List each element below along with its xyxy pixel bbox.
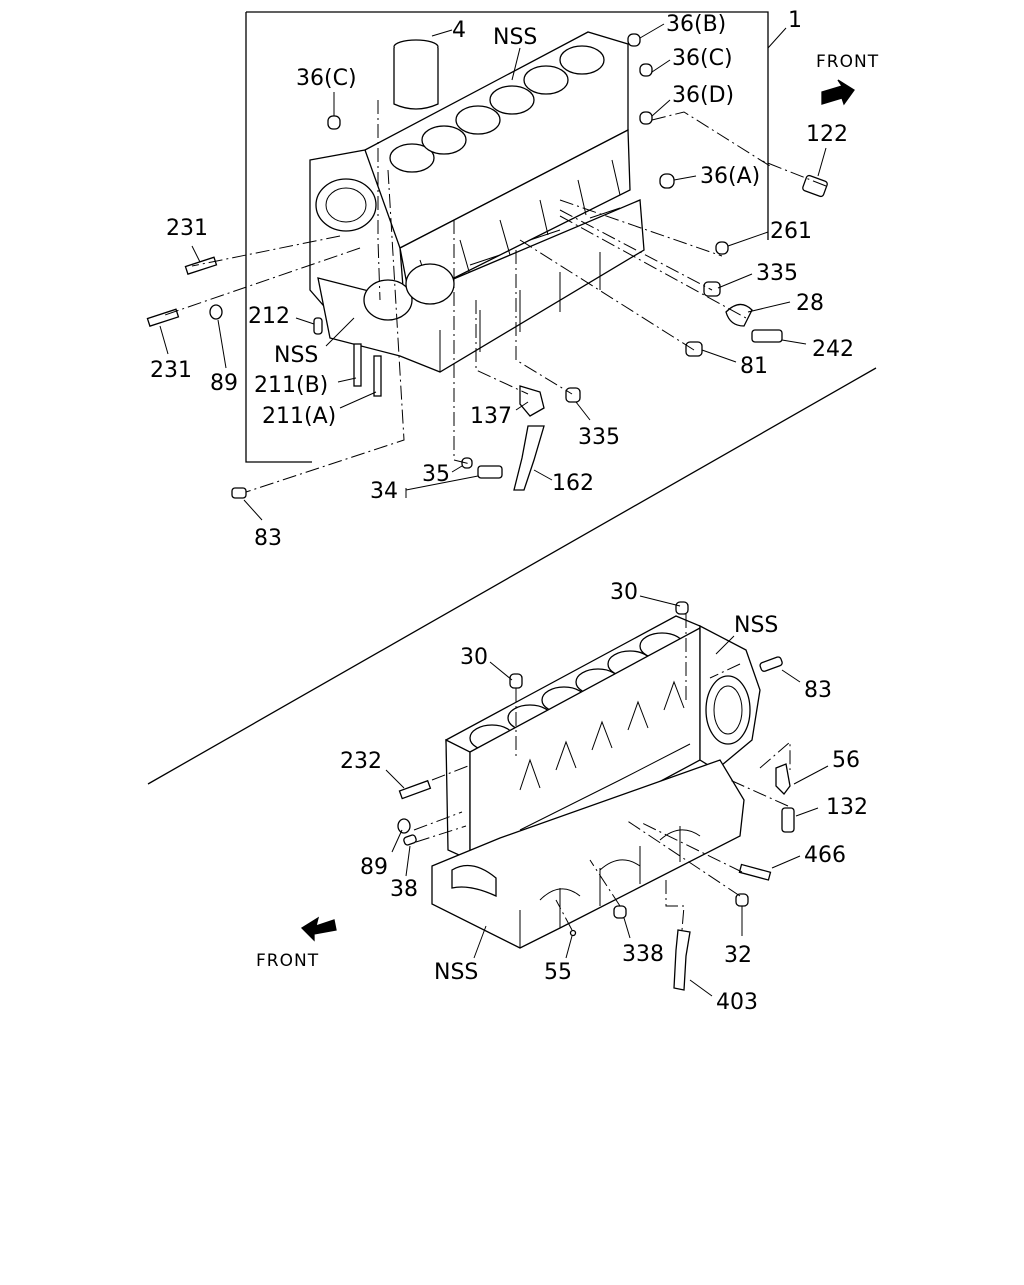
label-403: 403 <box>716 990 758 1015</box>
label-211a: 211(A) <box>262 404 336 429</box>
bolt-81 <box>685 341 703 357</box>
label-nss-top: NSS <box>493 25 537 50</box>
label-89-lower: 89 <box>360 855 388 880</box>
plug-30-top <box>675 601 689 615</box>
plug-36c-left <box>327 115 341 130</box>
label-36a: 36(A) <box>700 164 760 189</box>
label-36c-left: 36(C) <box>296 66 357 91</box>
label-32: 32 <box>724 943 752 968</box>
label-242: 242 <box>812 337 854 362</box>
label-55: 55 <box>544 960 572 985</box>
label-36d: 36(D) <box>672 83 734 108</box>
label-81: 81 <box>740 354 768 379</box>
cylinder-block-upper <box>309 31 645 373</box>
plug-261 <box>715 241 729 255</box>
pipe-162 <box>513 425 545 491</box>
label-122: 122 <box>806 122 848 147</box>
front-arrow-lower: FRONT <box>256 916 337 971</box>
lower-assembly: FRONT 30 NSS 30 83 232 56 132 89 38 466 … <box>256 580 868 1015</box>
label-36c-right: 36(C) <box>672 46 733 71</box>
pin-83-lower <box>759 656 783 672</box>
plug-32 <box>735 893 749 907</box>
fitting-137 <box>519 385 545 417</box>
bolt-335-lower <box>565 387 581 403</box>
upper-assembly: FRONT 1 4 NSS 36(B) 36(C) 36(D) 36(C) 36… <box>146 8 879 551</box>
plug-338 <box>613 905 627 919</box>
label-83-upper: 83 <box>254 526 282 551</box>
plug-34 <box>477 465 503 479</box>
section-divider <box>147 367 877 785</box>
label-137: 137 <box>470 404 512 429</box>
bolt-132 <box>781 807 795 833</box>
pin-212 <box>313 317 323 335</box>
oil-jet-403 <box>673 929 691 991</box>
plug-36d <box>639 111 653 125</box>
label-30-left: 30 <box>460 645 488 670</box>
label-212: 212 <box>248 304 290 329</box>
upper-labels: 1 4 NSS 36(B) 36(C) 36(D) 36(C) 36(A) 12… <box>150 8 854 551</box>
label-30-top: 30 <box>610 580 638 605</box>
label-231-lower: 231 <box>150 358 192 383</box>
label-nss-right: NSS <box>734 613 778 638</box>
front-label-upper: FRONT <box>816 52 879 72</box>
label-nss-left: NSS <box>274 343 318 368</box>
label-83-lower: 83 <box>804 678 832 703</box>
plug-30-left <box>509 673 523 689</box>
upper-leaders <box>159 23 827 521</box>
bolt-242 <box>751 329 783 343</box>
label-36b: 36(B) <box>666 12 726 37</box>
lower-leaders <box>385 595 829 997</box>
label-28: 28 <box>796 291 824 316</box>
bracket-56 <box>775 763 791 795</box>
label-466: 466 <box>804 843 846 868</box>
bolt-211b <box>353 343 362 387</box>
stud-232 <box>398 779 432 800</box>
plug-89 <box>209 304 223 320</box>
label-211b: 211(B) <box>254 373 328 398</box>
stud-231-upper <box>184 256 218 275</box>
cylinder-block-lower <box>431 615 761 949</box>
kit-1-frame <box>245 11 769 463</box>
front-arrow-upper: FRONT <box>816 52 879 106</box>
label-338: 338 <box>622 942 664 967</box>
plug-89-lower <box>397 818 411 834</box>
bolt-122 <box>802 174 828 198</box>
label-89-upper: 89 <box>210 371 238 396</box>
label-1: 1 <box>788 8 802 33</box>
upper-small-parts <box>146 33 828 499</box>
plug-36a <box>659 173 675 189</box>
label-261: 261 <box>770 219 812 244</box>
label-232: 232 <box>340 749 382 774</box>
label-34: 34 <box>370 479 398 504</box>
label-38: 38 <box>390 877 418 902</box>
label-nss-bottom: NSS <box>434 960 478 985</box>
label-335-upper: 335 <box>756 261 798 286</box>
plug-36c-right <box>639 63 653 77</box>
label-132: 132 <box>826 795 868 820</box>
label-231-upper: 231 <box>166 216 208 241</box>
label-4: 4 <box>452 18 466 43</box>
lower-labels: 30 NSS 30 83 232 56 132 89 38 466 32 338… <box>340 580 868 1015</box>
bolt-335-upper <box>703 281 721 297</box>
bracket-28 <box>725 303 753 327</box>
label-162: 162 <box>552 471 594 496</box>
front-label-lower: FRONT <box>256 951 319 971</box>
label-56: 56 <box>832 748 860 773</box>
label-335-lower: 335 <box>578 425 620 450</box>
bolt-211a <box>373 355 382 397</box>
stud-466 <box>738 863 772 881</box>
pin-38 <box>403 834 417 846</box>
plug-36b <box>627 33 641 47</box>
pin-83-upper <box>231 487 247 499</box>
cylinder-liner-4 <box>393 39 439 110</box>
lower-small-parts <box>397 601 795 991</box>
label-35: 35 <box>422 462 450 487</box>
pin-55 <box>569 929 577 937</box>
